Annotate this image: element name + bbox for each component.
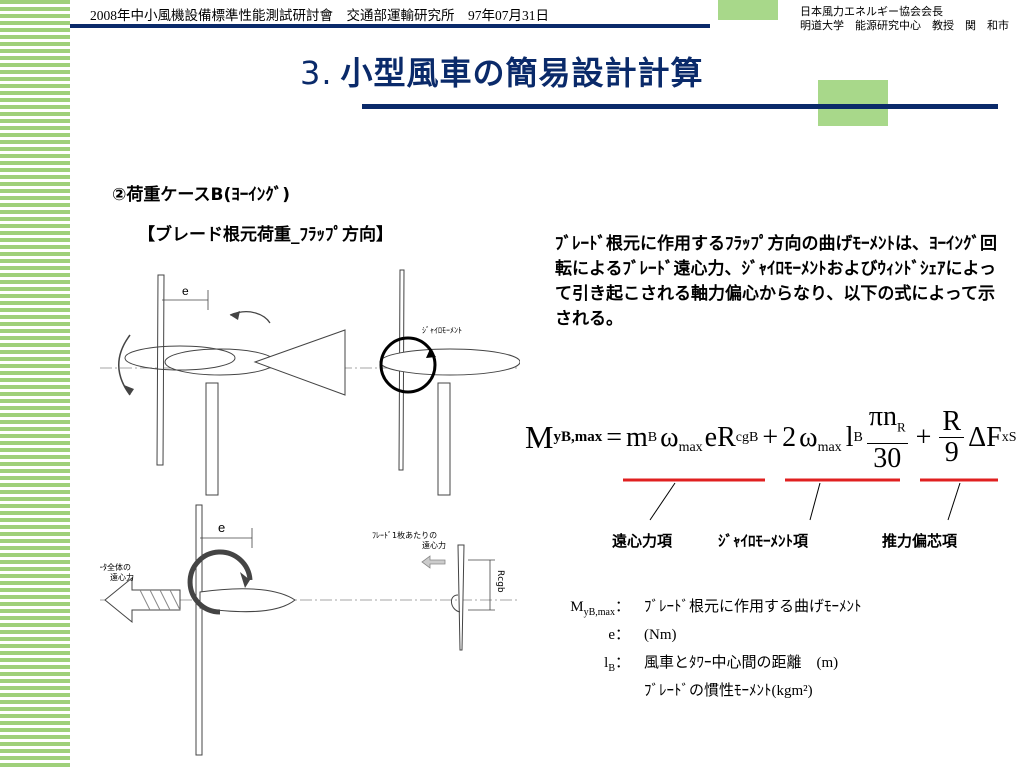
formula-lhs: M bbox=[525, 419, 554, 456]
gyro-term-label: ｼﾞｬｲﾛﾓｰﾒﾝﾄ項 bbox=[718, 532, 809, 550]
def-colon: ： bbox=[614, 599, 630, 615]
header-event-text: 2008年中小風機設備標準性能測試研討會 交通部運輸研究所 97年07月31日 bbox=[90, 8, 549, 23]
formula-frac-2: R 9 bbox=[939, 407, 965, 469]
rotor-cf-label-1: ﾛｰﾀ全体の bbox=[100, 562, 131, 572]
title-number: 3. bbox=[300, 54, 333, 92]
definition-row: e： (Nm) bbox=[560, 624, 862, 652]
def-symbol: e bbox=[608, 627, 615, 643]
author-affiliation: 日本風力エネルギー協会会長 bbox=[800, 5, 943, 18]
gyro-label: ｼﾞｬｲﾛﾓｰﾒﾝﾄ bbox=[422, 326, 462, 335]
def-description: 風車とﾀﾜｰ中心間の距離 (m) bbox=[644, 655, 839, 671]
header-accent-box bbox=[718, 0, 778, 20]
title-rule bbox=[362, 104, 998, 109]
def-description: ﾌﾞﾚｰﾄﾞ根元に作用する曲げﾓｰﾒﾝﾄ bbox=[644, 599, 862, 615]
definition-row: lB： 風車とﾀﾜｰ中心間の距離 (m) bbox=[560, 652, 862, 680]
formula-lhs-sub: yB,max bbox=[553, 429, 603, 446]
formula-term-pointers bbox=[623, 478, 998, 521]
def-symbol-sub: yB,max bbox=[583, 607, 615, 618]
frac-2-denominator: 9 bbox=[944, 437, 959, 469]
definition-row: MyB,max： ﾌﾞﾚｰﾄﾞ根元に作用する曲げﾓｰﾒﾝﾄ bbox=[560, 596, 862, 624]
rcgb-label: Rcgb bbox=[495, 570, 505, 593]
centrifugal-force-diagram: e ﾛｰﾀ全体の 遠心力 ﾌﾚｰﾄﾞ1枚あたりの 遠心力 Rcgb bbox=[100, 504, 520, 756]
formula-omega: ω bbox=[660, 421, 679, 453]
header-rule bbox=[70, 24, 710, 28]
centrifugal-term-label: 遠心力項 bbox=[612, 532, 673, 550]
yawing-turbine-diagram: e ｼﾞｬｲﾛﾓｰﾒﾝﾄ bbox=[100, 269, 520, 496]
blade-cf-label-2: 遠心力 bbox=[422, 540, 446, 550]
title-accent-box bbox=[818, 80, 888, 126]
def-symbol: M bbox=[570, 599, 584, 615]
rotor-cf-label-2: 遠心力 bbox=[110, 572, 134, 582]
def-colon: ： bbox=[614, 655, 630, 671]
frac-1-numerator: πn bbox=[868, 401, 897, 432]
blade-heading: 【ブレード根元荷重_ﾌﾗｯﾌﾟ方向】 bbox=[138, 225, 393, 245]
def-description: (Nm) bbox=[644, 627, 677, 643]
definition-row: ﾌﾞﾚｰﾄﾞの慣性ﾓｰﾒﾝﾄ(kgm²) bbox=[560, 680, 862, 702]
formula-frac-1: πnR 30 bbox=[866, 401, 908, 474]
def-description: ﾌﾞﾚｰﾄﾞの慣性ﾓｰﾒﾝﾄ(kgm²) bbox=[644, 683, 813, 699]
def-symbol: l bbox=[604, 655, 609, 671]
formula-two: 2 bbox=[782, 421, 797, 453]
def-colon: ： bbox=[614, 627, 630, 643]
formula-eR: eR bbox=[704, 421, 736, 453]
frac-1-numerator-sub: R bbox=[896, 419, 906, 435]
formula-plus-2: + bbox=[915, 421, 932, 453]
explanation-paragraph: ﾌﾞﾚｰﾄﾞ根元に作用するﾌﾗｯﾌﾟ方向の曲げﾓｰﾒﾝﾄは、ﾖｰｲﾝｸﾞ回転によ… bbox=[555, 234, 997, 329]
formula-dF-sub: xS bbox=[1001, 429, 1017, 445]
formula-m-sub: B bbox=[647, 429, 658, 445]
def-symbol-sub: B bbox=[608, 663, 615, 674]
e-label-bottom: e bbox=[218, 520, 225, 535]
formula-l-sub: B bbox=[853, 429, 863, 445]
formula-dF: ΔF bbox=[968, 421, 1002, 453]
formula-omega-2: ω bbox=[799, 421, 818, 453]
formula-eq: = bbox=[606, 421, 622, 453]
blade-cf-label-1: ﾌﾚｰﾄﾞ1枚あたりの bbox=[372, 530, 437, 540]
thrust-term-label: 推力偏芯項 bbox=[882, 532, 958, 550]
formula-eR-sub: cgB bbox=[735, 429, 759, 445]
title-text: 小型風車の簡易設計計算 bbox=[340, 54, 704, 92]
e-label-top: e bbox=[182, 284, 189, 298]
header-author: 日本風力エネルギー協会会長 明道大学 能源研究中心 教授 関 和市 bbox=[800, 5, 1009, 33]
frac-1-denominator: 30 bbox=[873, 442, 902, 474]
decorative-stripes bbox=[0, 0, 70, 768]
case-heading: ②荷重ケースB(ﾖｰｲﾝｸﾞ) bbox=[112, 185, 291, 205]
frac-2-numerator: R bbox=[939, 407, 965, 439]
author-name: 明道大学 能源研究中心 教授 関 和市 bbox=[800, 19, 1009, 32]
slide-title: 3.小型風車の簡易設計計算 bbox=[300, 48, 704, 94]
symbol-definitions: MyB,max： ﾌﾞﾚｰﾄﾞ根元に作用する曲げﾓｰﾒﾝﾄ e： (Nm) lB… bbox=[560, 596, 862, 702]
formula-m: m bbox=[626, 421, 648, 453]
formula-plus-1: + bbox=[762, 421, 779, 453]
formula-l: l bbox=[845, 421, 854, 453]
formula-omega-2-sub: max bbox=[817, 439, 842, 455]
formula-omega-sub: max bbox=[678, 439, 703, 455]
